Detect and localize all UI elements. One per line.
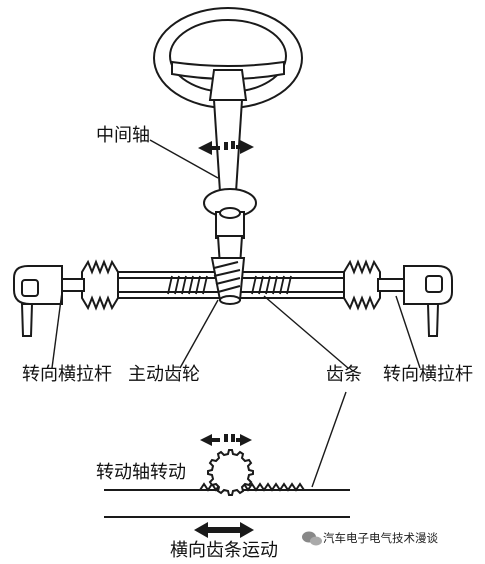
watermark-text: 汽车电子电气技术漫谈	[323, 531, 438, 545]
left-boot	[81, 259, 119, 311]
left-tie-rod	[13, 265, 85, 337]
wechat-icon	[302, 531, 322, 546]
label-tie-rod-right: 转向横拉杆	[383, 364, 473, 385]
label-rack: 齿条	[326, 364, 362, 385]
lateral-motion-arrow-icon	[194, 522, 254, 538]
universal-joint	[203, 188, 257, 239]
label-tie-rod-left: 转向横拉杆	[22, 364, 112, 385]
leader-lines	[51, 139, 421, 488]
right-boot	[343, 259, 381, 311]
steering-wheel	[153, 7, 303, 109]
rack-thread	[167, 275, 292, 295]
label-intermediate-shaft: 中间轴	[96, 125, 150, 146]
drive-pinion	[210, 257, 246, 305]
label-rack-lateral-motion: 横向齿条运动	[170, 540, 278, 561]
shaft-rotation-arrow-icon	[198, 140, 254, 155]
pinion-gear-icon	[207, 449, 254, 496]
right-tie-rod	[377, 265, 453, 337]
label-shaft-rotation: 转动轴转动	[96, 462, 186, 483]
label-drive-pinion: 主动齿轮	[128, 364, 200, 385]
gear-rotation-arrow-icon	[200, 434, 252, 446]
